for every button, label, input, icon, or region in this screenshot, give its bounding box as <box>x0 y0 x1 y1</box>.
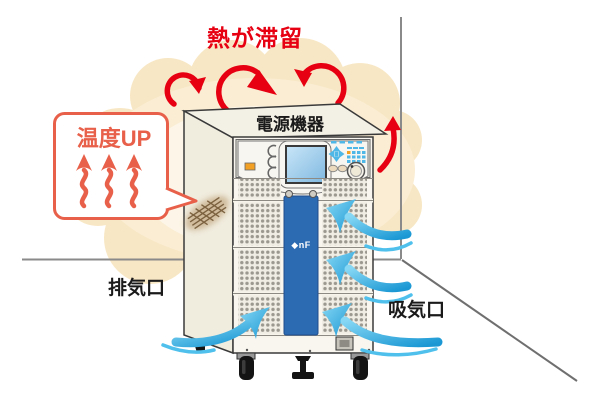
heat-rise-arrows <box>76 154 142 209</box>
control-knob <box>346 161 366 181</box>
numeric-keypad <box>347 147 366 163</box>
heat-swirl-arrow <box>377 116 401 173</box>
caster-wheel-right <box>350 352 370 380</box>
device-side-panel <box>183 109 234 355</box>
intake-port-label: 吸気口 <box>388 300 446 321</box>
intake-airflow-arrow <box>326 251 413 304</box>
callout-tail <box>165 186 198 212</box>
leveling-foot <box>292 356 314 379</box>
exhaust-port-label: 排気口 <box>108 278 166 299</box>
airflow-arrows <box>161 199 443 357</box>
heading-heat-stagnation: 熱が滞留 <box>207 25 303 51</box>
front-airflow-arrow <box>161 307 270 354</box>
device-label: 電源機器 <box>256 115 324 134</box>
intake-airflow-arrow <box>322 303 443 357</box>
function-keys <box>331 141 362 144</box>
intake-airflow-arrow <box>326 199 413 252</box>
heat-scorch-mark <box>185 195 229 231</box>
display-screen <box>285 145 327 184</box>
caster-wheel-left <box>236 352 256 380</box>
brand-stripe <box>283 190 319 336</box>
brand-logo: ◆nF <box>291 240 311 250</box>
callout-label-temperature-up: 温度UP <box>76 126 152 151</box>
soft-buttons <box>328 164 348 173</box>
kick-plate <box>245 336 371 353</box>
heat-swirl-arrow <box>294 62 347 106</box>
power-indicator <box>244 162 256 171</box>
heat-swirl-arrow <box>216 65 277 114</box>
temperature-up-callout <box>53 112 198 220</box>
heat-swirl-arrow <box>164 72 206 107</box>
heat-swirl-arrows <box>164 62 401 173</box>
dpad-keys <box>328 146 345 162</box>
